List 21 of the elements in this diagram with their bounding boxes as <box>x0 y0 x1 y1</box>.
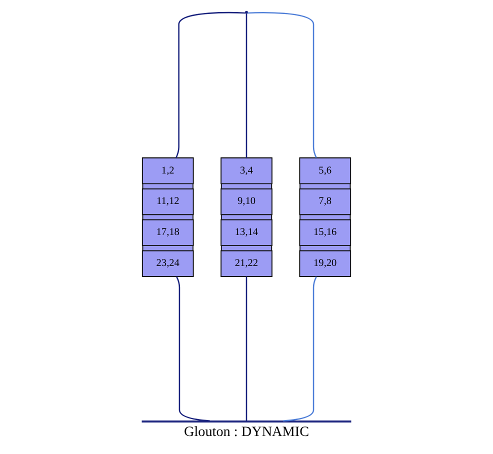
node-box: 19,20 <box>299 250 352 277</box>
node-box: 23,24 <box>142 250 194 277</box>
node-box: 9,10 <box>220 188 272 216</box>
node-box: 17,18 <box>142 219 194 246</box>
node-point <box>245 10 248 14</box>
node-box: 5,6 <box>299 157 352 184</box>
connector <box>176 276 210 422</box>
node-bar <box>142 420 352 422</box>
node-box: 7,8 <box>299 188 352 216</box>
node-box: 3,4 <box>220 157 272 184</box>
node-box: 1,2 <box>142 157 194 184</box>
caption: Glouton : DYNAMIC <box>184 424 310 440</box>
connector <box>283 276 317 422</box>
connector <box>175 12 246 158</box>
node-box: 13,14 <box>220 219 272 246</box>
connector <box>246 276 248 421</box>
node-box: 21,22 <box>220 250 272 277</box>
connector <box>248 12 317 158</box>
node-box: 15,16 <box>299 219 352 246</box>
connector <box>246 14 248 158</box>
node-box: 11,12 <box>142 188 194 216</box>
